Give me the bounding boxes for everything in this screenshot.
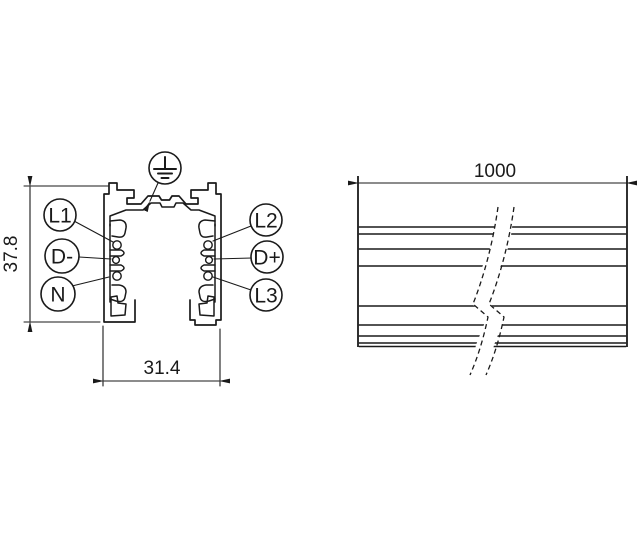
d-plus-label-circle — [250, 240, 284, 274]
dimension-length: 1000 — [348, 161, 637, 186]
n-label-circle — [40, 276, 76, 312]
track-inner-arch — [109, 202, 216, 227]
label-l2: L2 — [212, 203, 283, 242]
cross-section-view: L1 D- N L2 D+ L3 — [1, 151, 284, 387]
left-foot-hook — [110, 295, 127, 317]
label-l3: L3 — [212, 276, 283, 312]
d-minus-label-text: D- — [51, 245, 73, 268]
d-plus-label-text: D+ — [253, 246, 280, 269]
side-view: 1000 — [348, 161, 637, 377]
right-foot-hook — [198, 295, 215, 317]
conductor-l1 — [112, 240, 122, 250]
label-n: N — [40, 276, 110, 312]
l2-label-circle — [249, 203, 283, 237]
l3-leader-line — [212, 276, 252, 291]
left-conductor-comb — [109, 219, 127, 303]
break-symbol — [469, 205, 515, 377]
conductor-d-plus — [204, 255, 214, 265]
l3-label-text: L3 — [254, 284, 277, 307]
l1-label-text: L1 — [48, 204, 71, 227]
l2-leader-line — [212, 225, 252, 242]
break-line-right — [485, 206, 515, 376]
l1-leader-line — [73, 220, 114, 243]
dimension-width: 31.4 — [93, 325, 230, 387]
n-leader-line — [71, 276, 110, 287]
right-conductor-comb — [198, 219, 216, 303]
dimension-height: 37.8 — [1, 176, 109, 332]
label-l1: L1 — [43, 198, 114, 243]
earth-label — [143, 151, 182, 213]
protective-earth-ground-icon — [153, 156, 177, 179]
break-line-left — [469, 206, 499, 376]
track-profile-outline — [103, 182, 222, 326]
conductor-l3 — [203, 271, 213, 281]
n-label-text: N — [50, 283, 65, 306]
conductor-n — [112, 271, 122, 281]
label-d-minus: D- — [44, 238, 112, 274]
width-dimension-value: 31.4 — [144, 358, 181, 379]
label-d-plus: D+ — [213, 240, 284, 274]
d-minus-leader-line — [78, 256, 112, 260]
earth-leader-line — [143, 182, 159, 213]
l1-label-circle — [43, 198, 77, 232]
l2-label-text: L2 — [254, 209, 277, 232]
conductor-l2 — [203, 240, 213, 250]
d-plus-leader-line — [213, 257, 253, 260]
break-mask — [469, 205, 515, 377]
d-minus-label-circle — [44, 238, 80, 274]
length-dimension-value: 1000 — [474, 161, 516, 182]
conductor-d-minus — [111, 255, 121, 265]
l3-label-circle — [249, 278, 283, 312]
height-dimension-value: 37.8 — [1, 236, 22, 273]
